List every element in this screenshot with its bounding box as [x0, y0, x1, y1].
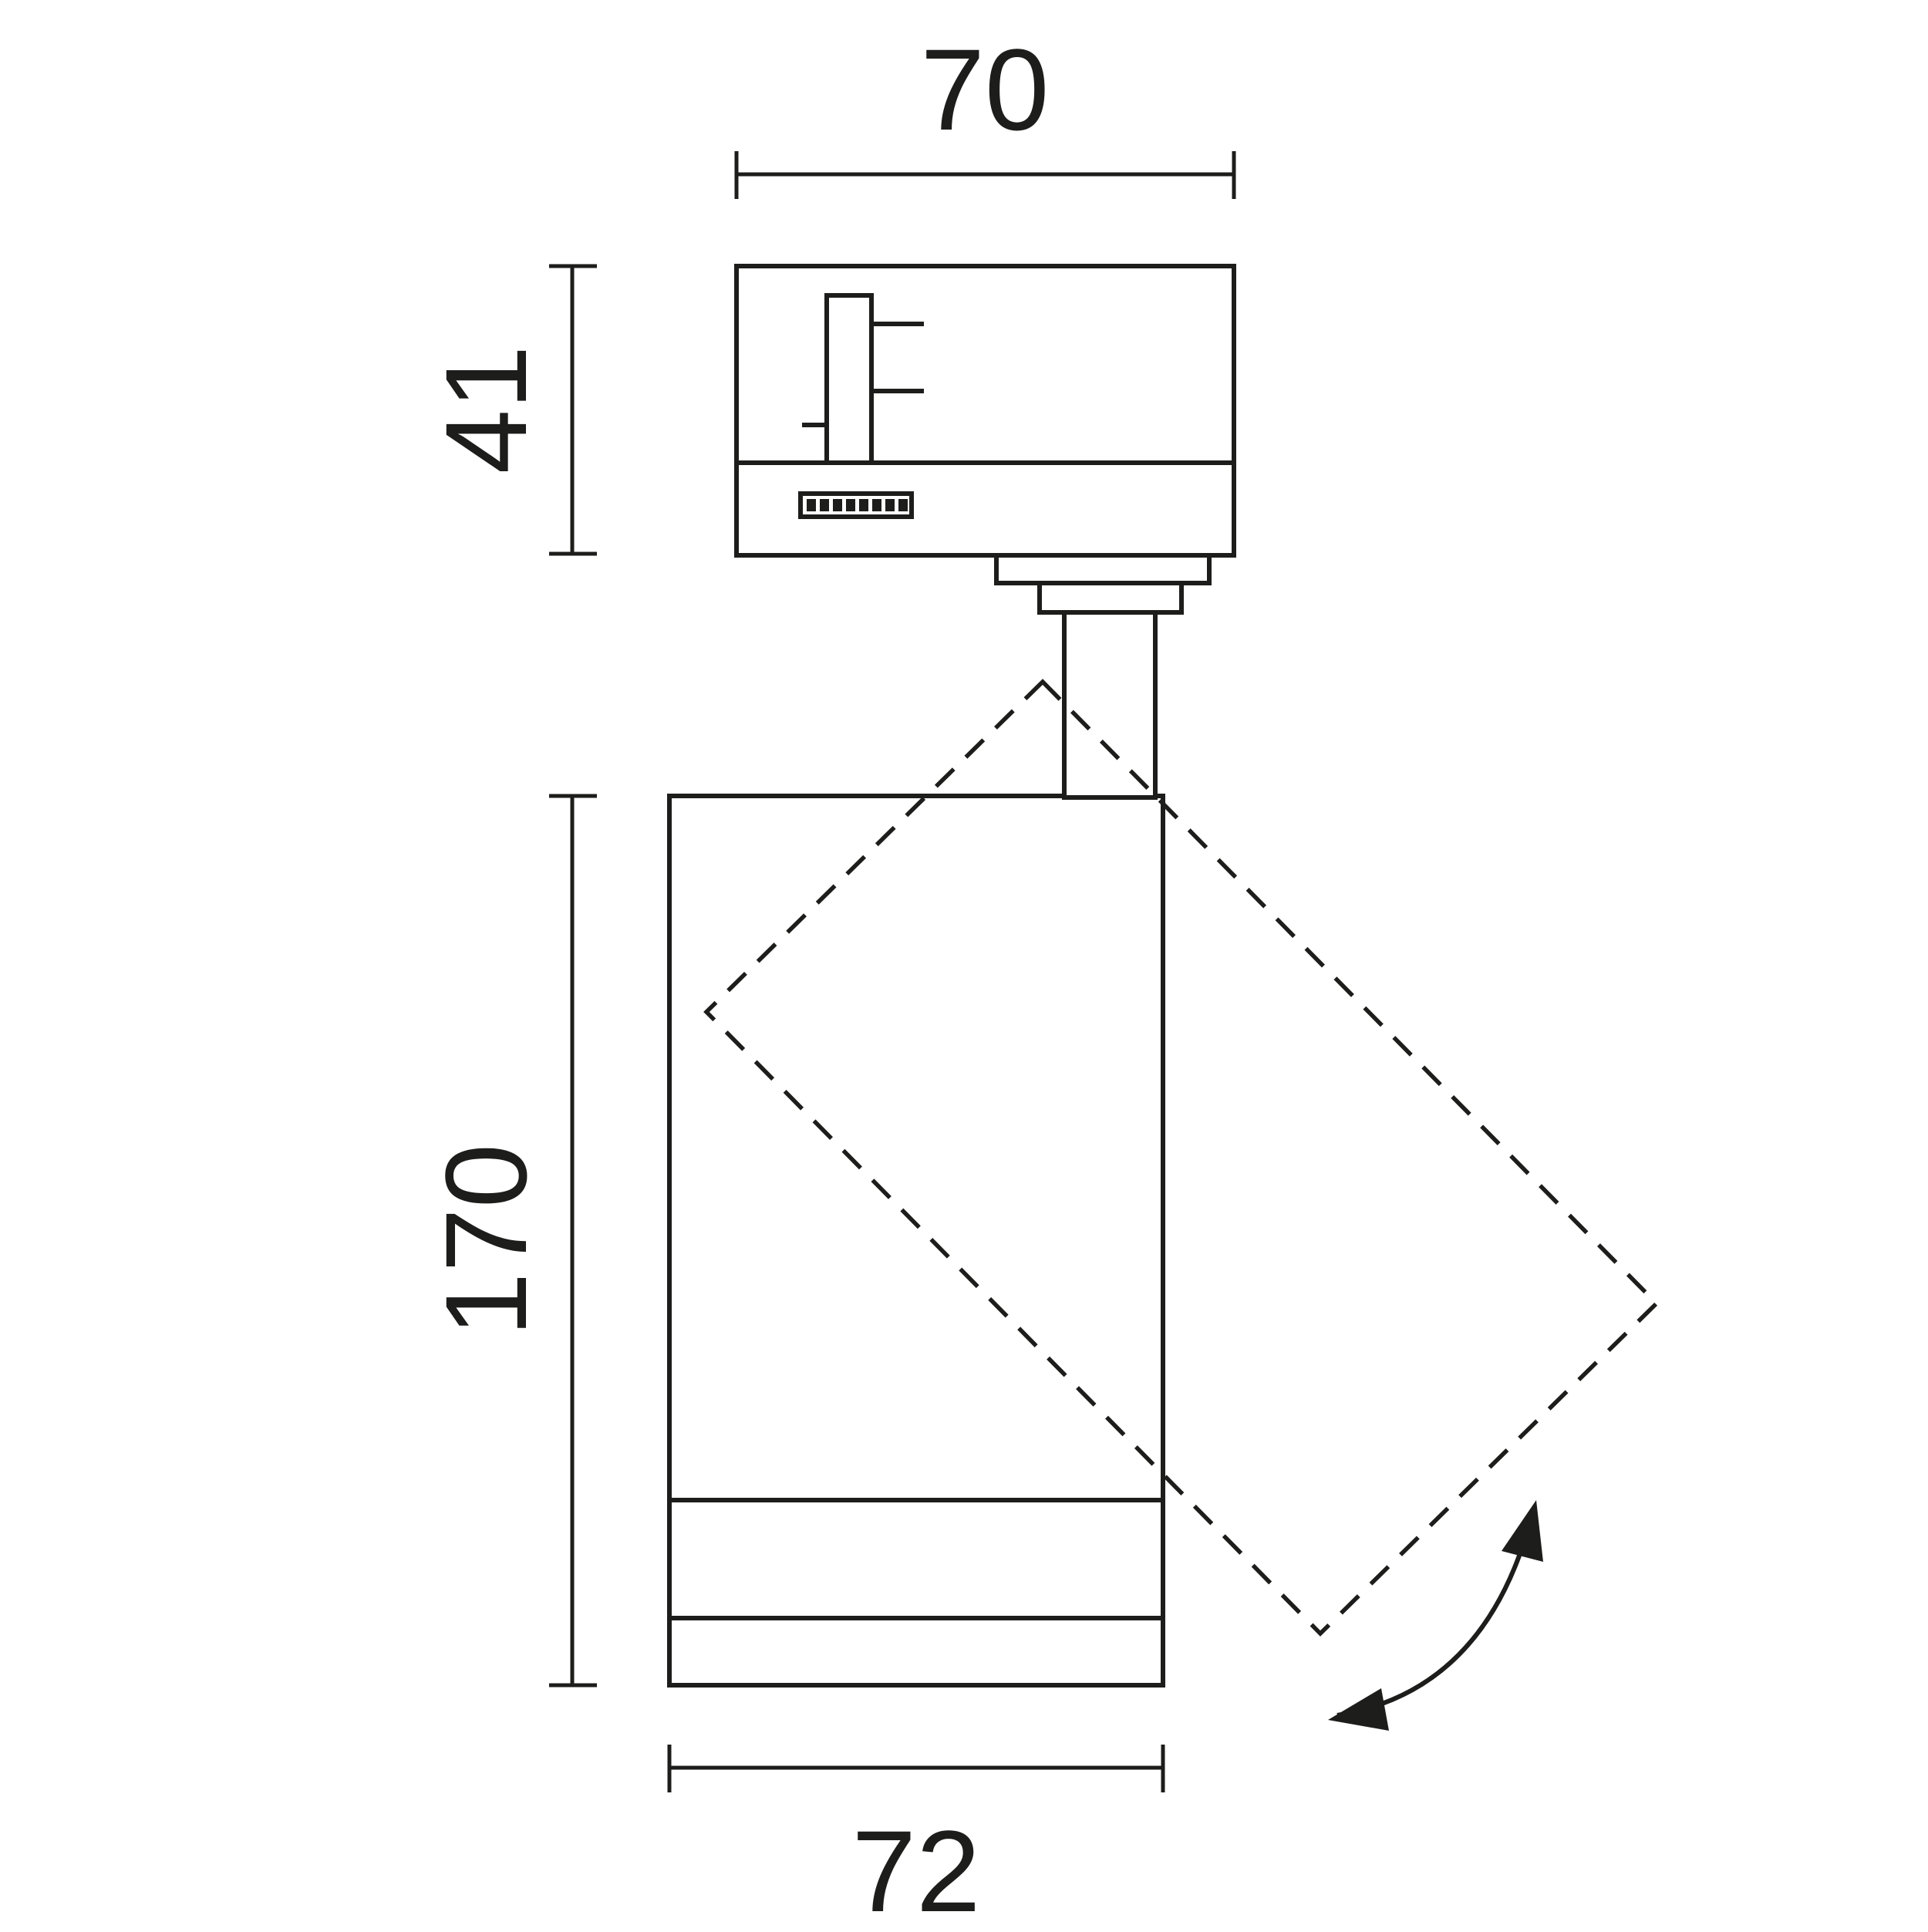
dim-body-width: 72	[667, 1745, 1165, 1932]
switch-lever	[824, 293, 874, 465]
tilted-body-dashed-rect	[703, 679, 1660, 1637]
dim-adapter-height: 41	[421, 264, 597, 556]
neck-step-upper	[994, 553, 1212, 585]
terminal-contact	[859, 499, 868, 511]
tilted-body-outline	[703, 679, 1660, 1637]
dim-body-height: 170	[421, 794, 597, 1688]
adapter-switch	[802, 293, 924, 465]
track-adapter	[734, 264, 1236, 558]
stem-tube	[1062, 610, 1158, 800]
stem	[994, 553, 1212, 800]
rotation-arrow-head-right	[1502, 1500, 1543, 1562]
terminal-contact	[898, 499, 908, 511]
lamp-body	[667, 794, 1165, 1688]
rotation-arrow	[1328, 1500, 1543, 1731]
terminal-contact	[885, 499, 895, 511]
dim-adapter-height-value: 41	[421, 346, 551, 474]
rotation-arrow-head-left	[1328, 1688, 1389, 1731]
terminal-contact	[807, 499, 816, 511]
terminal-contact	[872, 499, 881, 511]
rotation-arrow-arc	[1336, 1509, 1535, 1718]
dim-adapter-width-value: 70	[921, 25, 1050, 154]
terminal-contact	[846, 499, 855, 511]
lamp-body-outline	[667, 794, 1165, 1688]
terminal-contact	[833, 499, 842, 511]
dim-body-height-value: 170	[421, 1144, 551, 1337]
neck-step-lower	[1037, 581, 1184, 615]
dim-adapter-width: 70	[734, 25, 1236, 199]
adapter-terminal-block	[798, 491, 914, 519]
terminal-block-outline	[798, 491, 914, 519]
dim-body-width-value: 72	[852, 1806, 981, 1928]
terminal-contact	[820, 499, 829, 511]
